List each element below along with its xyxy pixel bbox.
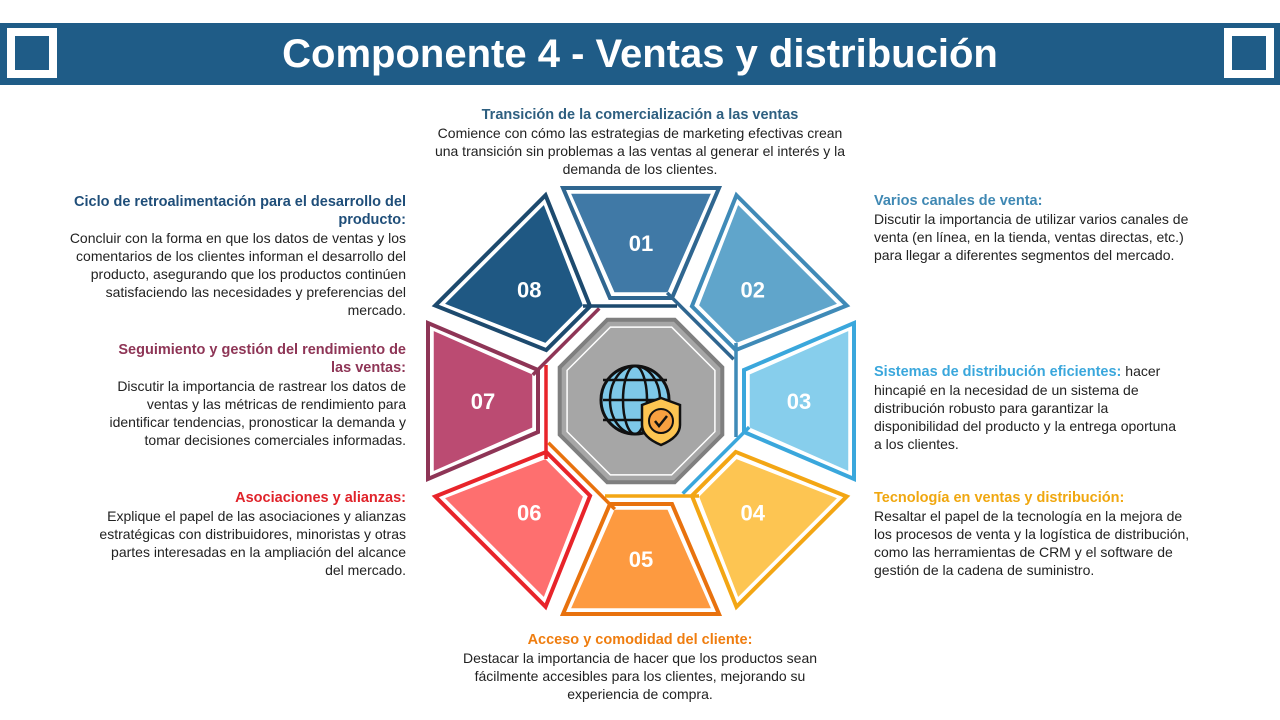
text-block-06: Asociaciones y alianzas: Explique el pap… <box>96 489 406 579</box>
segment-number: 01 <box>629 231 653 256</box>
segment-01: 01 <box>559 186 735 361</box>
heading-08: Ciclo de retroalimentación para el desar… <box>74 194 406 228</box>
connector-line <box>681 425 751 495</box>
globe-shield-check-icon <box>599 364 682 447</box>
text-block-05: Acceso y comodidad del cliente: Destacar… <box>445 631 835 703</box>
connector-line <box>547 441 617 511</box>
center-octagon-inner <box>566 326 716 476</box>
heading-04: Tecnología en ventas y distribución: <box>874 490 1125 506</box>
body-05: Destacar la importancia de hacer que los… <box>462 650 818 702</box>
segment-number: 02 <box>740 277 764 302</box>
body-08: Concluir con la forma en que los datos d… <box>69 230 406 318</box>
segment-04: 04 <box>605 449 851 611</box>
body-07: Discutir la importancia de rastrear los … <box>109 378 406 448</box>
body-03: hacer hincapié en la necesidad de un sis… <box>874 363 1176 452</box>
segment-number: 06 <box>517 501 541 526</box>
segment-05: 05 <box>547 441 723 616</box>
page-title: Componente 4 - Ventas y distribución <box>282 32 998 76</box>
square-icon <box>7 28 57 78</box>
text-block-02: Varios canales de venta: Discutir la imp… <box>874 192 1194 264</box>
heading-01: Transición de la comercialización a las … <box>481 107 799 123</box>
segment-03: 03 <box>681 319 856 495</box>
segment-number: 04 <box>740 501 765 526</box>
segment-02: 02 <box>689 191 851 437</box>
text-block-03: Sistemas de distribución eficientes: hac… <box>874 362 1184 453</box>
title-bar: Componente 4 - Ventas y distribución <box>0 23 1280 85</box>
text-block-07: Seguimiento y gestión del rendimiento de… <box>96 341 406 449</box>
segment-07: 07 <box>426 307 601 483</box>
body-01: Comience con cómo las estrategias de mar… <box>434 125 846 177</box>
segment-number: 08 <box>517 277 541 302</box>
segment-08: 08 <box>431 191 677 353</box>
body-02: Discutir la importancia de utilizar vari… <box>874 211 1189 263</box>
segment-number: 07 <box>471 389 495 414</box>
segment-number: 05 <box>629 547 653 572</box>
heading-02: Varios canales de venta: <box>874 193 1043 209</box>
heading-03: Sistemas de distribución eficientes: <box>874 364 1122 380</box>
heading-05: Acceso y comodidad del cliente: <box>527 632 753 648</box>
connector-line <box>531 307 601 377</box>
text-block-08: Ciclo de retroalimentación para el desar… <box>62 193 406 319</box>
body-04: Resaltar el papel de la tecnología en la… <box>874 508 1190 578</box>
heading-07: Seguimiento y gestión del rendimiento de… <box>118 342 406 376</box>
segment-number: 03 <box>787 389 811 414</box>
square-icon <box>1224 28 1274 78</box>
heading-06: Asociaciones y alianzas: <box>235 490 406 506</box>
segment-06: 06 <box>431 365 593 611</box>
connector-line <box>665 291 735 361</box>
body-06: Explique el papel de las asociaciones y … <box>99 508 406 578</box>
text-block-01: Transición de la comercialización a las … <box>430 106 850 178</box>
text-block-04: Tecnología en ventas y distribución: Res… <box>874 489 1199 579</box>
